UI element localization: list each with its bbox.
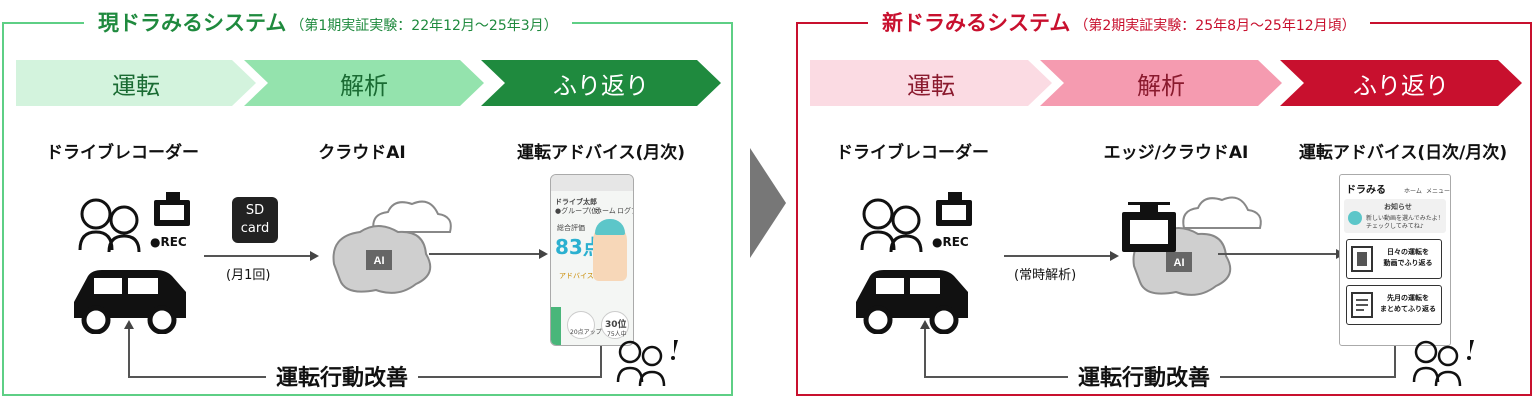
- sd-card-text-line1: SD: [245, 203, 265, 218]
- phone-rank-sub: 75人中: [607, 331, 627, 338]
- svg-text:AI: AI: [1174, 257, 1185, 269]
- step-analysis-new: 解析: [1040, 60, 1282, 106]
- rank-badge: [601, 311, 629, 339]
- new-app-mockup: ドラみる ホーム メニュー お知らせ 新しい動画を選んでみたよ！ チェックしてみ…: [1339, 174, 1451, 346]
- advice-arrowhead: [539, 249, 548, 259]
- app-title: ドラみる: [1346, 185, 1386, 196]
- new-system-title-block: 新ドラみるシステム（第2期実証実験：25年8月～25年12月頃）: [868, 9, 1370, 40]
- edge-cloud-ai-label: エッジ/クラウドAI: [1103, 143, 1249, 163]
- app-menu-icon: メニュー: [1426, 188, 1451, 195]
- step-review-new: ふり返り: [1280, 60, 1522, 106]
- cloud-ai-label: クラウドAI: [318, 143, 406, 163]
- cloud-ai-brain-icon: AI: [332, 200, 452, 294]
- feedback-vertical-right: [600, 346, 602, 376]
- phone-home: ホーム: [595, 207, 616, 215]
- svg-text:AI: AI: [374, 255, 385, 267]
- app-character-avatar: [1348, 211, 1362, 225]
- current-system-title-block: 現ドラみるシステム（第1期実証実験：22年12月～25年3月）: [84, 9, 572, 40]
- new-feedback-arrowhead: [920, 320, 930, 329]
- advice-line: [429, 253, 541, 255]
- continuous-line: [1004, 255, 1112, 257]
- phone-logout: ログアウト: [617, 207, 633, 215]
- phone-up-text: 20点アップ: [570, 329, 602, 336]
- phone-group: ●グループ(仮): [555, 207, 602, 215]
- phone-rank: 30位: [605, 320, 627, 330]
- daily-video-review-button[interactable]: 日々の運転を 動画でふり返る: [1346, 239, 1442, 279]
- current-system-panel: 現ドラみるシステム（第1期実証実験：22年12月～25年3月） 運転 解析 ふり…: [2, 9, 733, 396]
- new-feedback-vertical-right: [1394, 346, 1396, 376]
- edge-cloud-ai-icon: AI: [1122, 196, 1262, 296]
- app-notice-text1: 新しい動画を選んでみたよ！: [1366, 215, 1444, 222]
- rec-indicator: ●REC: [150, 235, 187, 249]
- continuous-analysis-label: (常時解析): [1014, 268, 1077, 283]
- continuous-arrowhead: [1110, 251, 1119, 261]
- step-review: ふり返り: [481, 60, 721, 106]
- phone-advice-label: アドバイス: [559, 272, 594, 280]
- new-feedback-vertical-left: [924, 326, 926, 378]
- score-up-badge: [567, 311, 595, 339]
- monthly-advice-label: 運転アドバイス(月次): [516, 143, 686, 163]
- phone-score-title: 総合評価: [557, 224, 585, 232]
- new-behavior-improvement-label: 運転行動改善: [1068, 360, 1221, 392]
- phone-app-mockup: ドライブ太郎 ●グループ(仮) ホーム ログアウト 総合評価 83点 アドバイス…: [550, 174, 634, 346]
- elderly-couple-with-car-icon: [74, 192, 190, 334]
- dashcam-label: ドライブレコーダー: [46, 143, 199, 163]
- new-advice-line: [1218, 253, 1338, 255]
- monthly-summary-review-button[interactable]: 先月の運転を まとめてふり返る: [1346, 285, 1442, 325]
- sd-card-icon: SD card: [232, 197, 278, 243]
- behavior-improvement-label: 運転行動改善: [266, 360, 419, 392]
- elderly-couple-realization-icon: [616, 340, 678, 387]
- transition-arrow-icon: [750, 148, 786, 258]
- new-system-panel: 新ドラみるシステム（第2期実証実験：25年8月～25年12月頃） 運転 解析 ふ…: [796, 9, 1532, 396]
- sd-card-text-line2: card: [240, 221, 270, 236]
- phone-user-name: ドライブ太郎: [555, 198, 597, 206]
- step-driving: 運転: [16, 60, 256, 106]
- app-home-icon: ホーム: [1404, 188, 1422, 195]
- step-driving-new: 運転: [810, 60, 1052, 106]
- step-analysis: 解析: [244, 60, 484, 106]
- app-notice-text2: チェックしてみてね♪: [1366, 223, 1424, 230]
- new-process-steps: 運転 解析 ふり返り: [810, 60, 1515, 106]
- new-system-subtitle: （第2期実証実験：25年8月～25年12月頃）: [1074, 18, 1356, 34]
- transfer-line: [204, 255, 312, 257]
- dashcam-label-new: ドライブレコーダー: [836, 143, 989, 163]
- new-system-title: 新ドラみるシステム: [882, 11, 1071, 35]
- card1-text: 日々の運転を 動画でふり返る: [1383, 248, 1433, 267]
- report-icon: [1351, 292, 1373, 318]
- app-notice-title: お知らせ: [1384, 203, 1412, 211]
- current-system-title: 現ドラみるシステム: [98, 11, 287, 35]
- daily-monthly-advice-label: 運転アドバイス(日次/月次): [1298, 143, 1508, 163]
- current-process-steps: 運転 解析 ふり返り: [16, 60, 721, 106]
- card2-text: 先月の運転を まとめてふり返る: [1380, 294, 1436, 313]
- transfer-frequency: (月1回): [226, 268, 271, 283]
- elderly-couple-realization-icon-new: [1412, 340, 1474, 387]
- current-system-subtitle: （第1期実証実験：22年12月～25年3月）: [290, 18, 558, 34]
- film-icon: [1351, 246, 1373, 272]
- feedback-arrowhead: [124, 320, 134, 329]
- transfer-arrowhead: [310, 251, 319, 261]
- feedback-vertical-left: [128, 326, 130, 378]
- rec-indicator-new: ●REC: [932, 235, 969, 249]
- elderly-couple-with-car-icon-new: [856, 192, 972, 334]
